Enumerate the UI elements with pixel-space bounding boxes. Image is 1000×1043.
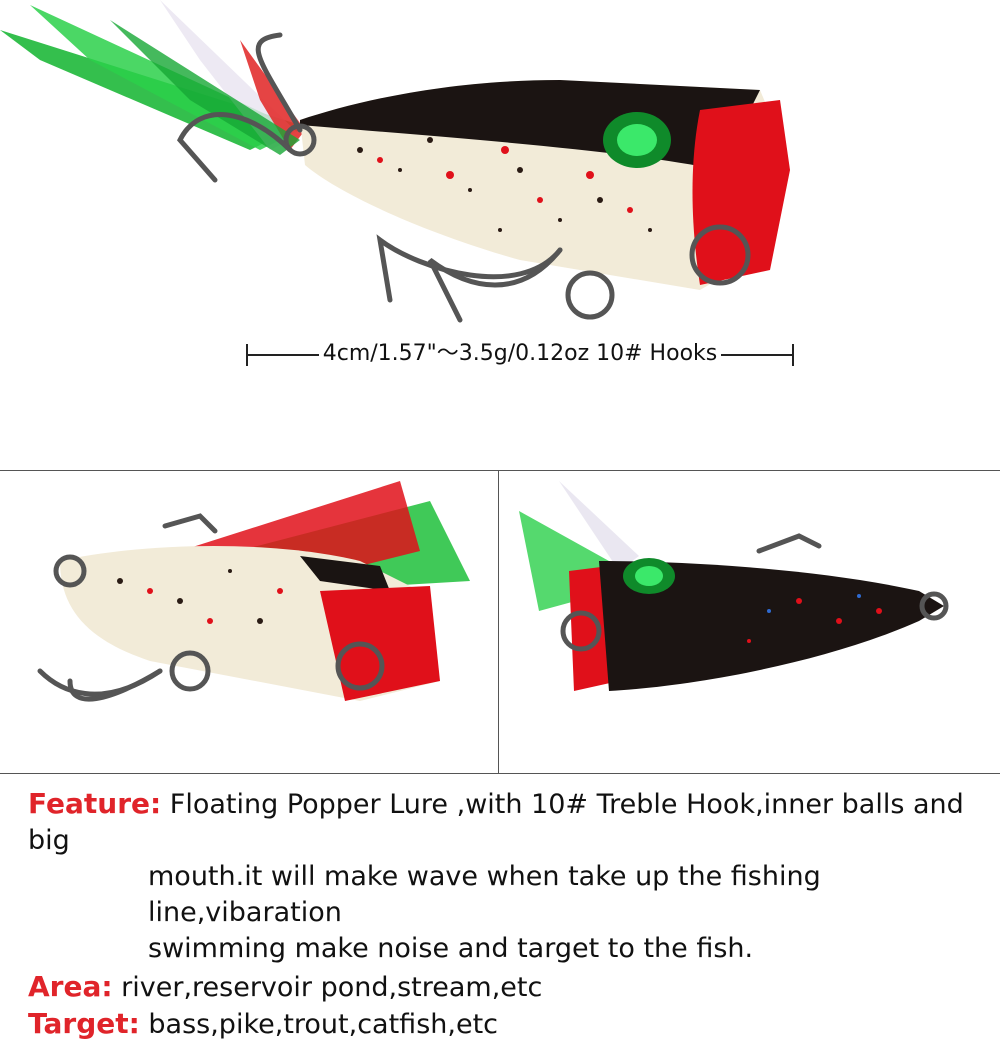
- area-label: Area:: [28, 970, 113, 1003]
- feature-label: Feature:: [28, 787, 162, 820]
- product-description: Feature: Floating Popper Lure ,with 10# …: [28, 786, 978, 1043]
- divider-top: [0, 470, 1000, 471]
- target-value: bass,pike,trout,catfish,etc: [148, 1009, 498, 1040]
- spec-dimension-line: 4cm/1.57"〜3.5g/0.12oz 10# Hooks: [246, 340, 794, 368]
- lure-mouth-left: [320, 586, 440, 701]
- feature-line-3-row: swimming make noise and target to the fi…: [28, 931, 978, 967]
- divider-bottom: [0, 773, 1000, 774]
- feature-line-3: swimming make noise and target to the fi…: [148, 933, 754, 964]
- area-row: Area: river,reservoir pond,stream,etc: [28, 969, 978, 1006]
- target-row: Target: bass,pike,trout,catfish,etc: [28, 1006, 978, 1043]
- hero-lure-image: [0, 0, 790, 323]
- feature-row: Feature: Floating Popper Lure ,with 10# …: [28, 786, 978, 859]
- lure-feathers: [0, 0, 305, 155]
- divider-vertical: [498, 470, 499, 773]
- spec-text: 4cm/1.57"〜3.5g/0.12oz 10# Hooks: [318, 341, 722, 366]
- area-value: river,reservoir pond,stream,etc: [121, 972, 543, 1003]
- feature-line-2-row: mouth.it will make wave when take up the…: [28, 859, 978, 931]
- treble-hook-icon: [177, 32, 751, 323]
- lure-side-view-left: [37, 481, 470, 702]
- feature-line-1: Floating Popper Lure ,with 10# Treble Ho…: [28, 789, 964, 856]
- lure-mouth: [692, 100, 790, 285]
- feature-line-2: mouth.it will make wave when take up the…: [148, 861, 821, 928]
- lure-side-view-right: [519, 481, 949, 691]
- target-label: Target:: [28, 1007, 140, 1040]
